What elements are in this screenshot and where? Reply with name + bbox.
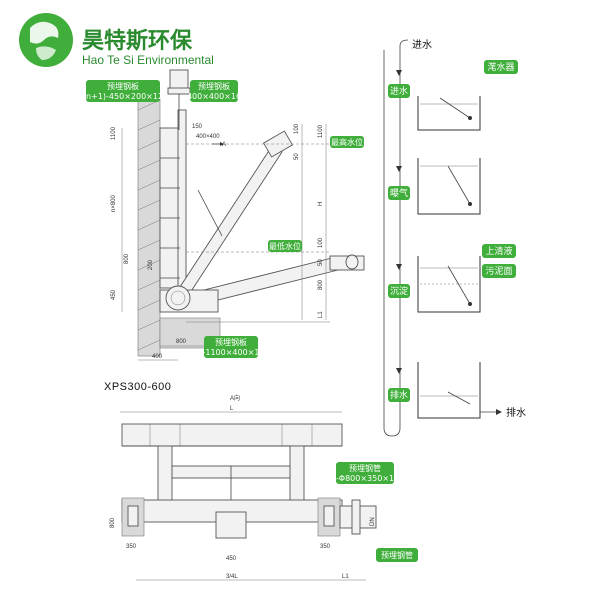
svg-text:污泥面: 污泥面 xyxy=(485,265,512,277)
svg-text:(n+1)-450×200×12: (n+1)-450×200×12 xyxy=(83,92,163,101)
plan-label-L: L xyxy=(230,406,234,412)
model-label: XPS300-600 xyxy=(104,381,171,393)
dim-H: H xyxy=(318,202,324,206)
brand-name-en: Hao Te Si Environmental xyxy=(82,53,214,67)
plan-dim-3-4L: 3/4L xyxy=(226,574,238,580)
process-stage-2: 曝气 xyxy=(388,158,481,215)
svg-text:滗水器: 滗水器 xyxy=(487,61,514,73)
tag-embed-pipe-bottom: 预埋钢管 xyxy=(376,548,418,562)
brand-name-cn: 昊特斯环保 xyxy=(82,28,193,54)
plan-label-A: A向 xyxy=(230,394,240,402)
tag-max-water-level: 最高水位 xyxy=(330,136,364,148)
plan-dim-DN: DN xyxy=(370,517,376,526)
plan-dim-350-left: 350 xyxy=(126,544,137,550)
process-stage-3: 沉淀 上清液 污泥面 xyxy=(388,244,516,313)
tag-embed-plate-top-left: 预埋钢板 (n+1)-450×200×12 xyxy=(83,80,163,102)
plan-view: A向 L 800 350 450 350 3/4L L xyxy=(110,394,418,581)
rotary-joint-inner xyxy=(170,290,186,306)
logo-leaf-icon xyxy=(30,21,59,44)
dim-400-bottom: 400 xyxy=(152,354,163,360)
process-stage-1: 进水 滗水器 xyxy=(388,60,518,131)
right-arrow-icon xyxy=(496,409,502,415)
plan-dim-350-right: 350 xyxy=(320,544,331,550)
dim-150: 150 xyxy=(192,124,203,130)
svg-text:预埋钢管: 预埋钢管 xyxy=(381,550,413,560)
dim-nx800: n×800 xyxy=(111,194,117,212)
process-flow: 进水 进水 滗水器 曝气 沉淀 xyxy=(383,39,526,437)
process-inlet-label: 进水 xyxy=(412,39,432,51)
plan-dim-450: 450 xyxy=(226,556,237,562)
dim-50-bottom: 50 xyxy=(318,259,324,266)
down-arrow-icon xyxy=(396,368,402,374)
brace-rod xyxy=(197,189,223,237)
svg-text:预埋钢管: 预埋钢管 xyxy=(349,463,381,473)
dim-100-bottom: 100 xyxy=(318,237,324,248)
svg-text:排水: 排水 xyxy=(506,406,526,419)
drive-motor xyxy=(169,69,189,91)
dim-1100-right: 1100 xyxy=(318,124,324,138)
dim-800-bottom: 800 xyxy=(176,339,187,345)
wall-hatch xyxy=(137,99,161,351)
svg-text:2-Φ800×350×16: 2-Φ800×350×16 xyxy=(331,474,399,483)
dim-100-top: 100 xyxy=(294,123,300,134)
plan-center-box xyxy=(215,511,247,539)
dim-450: 450 xyxy=(111,289,117,300)
plan-left-pipe xyxy=(157,445,173,507)
svg-text:沉淀: 沉淀 xyxy=(390,285,408,297)
svg-text:400×400×16: 400×400×16 xyxy=(187,92,241,101)
dim-400x400: 400×400 xyxy=(196,134,220,140)
dim-800-left: 800 xyxy=(124,253,130,264)
dim-200: 200 xyxy=(148,259,154,270)
svg-text:排水: 排水 xyxy=(390,389,408,401)
svg-text:预埋钢板: 预埋钢板 xyxy=(215,337,247,347)
svg-text:进水: 进水 xyxy=(390,85,408,97)
svg-text:预埋钢板: 预埋钢板 xyxy=(107,81,139,91)
dim-1100: 1100 xyxy=(111,126,117,140)
dim-A: A xyxy=(222,142,226,148)
dim-L1-elev: L1 xyxy=(318,311,324,318)
svg-text:最低水位: 最低水位 xyxy=(269,241,301,251)
tag-embed-plate-top-right: 预埋钢板 400×400×16 xyxy=(187,80,241,102)
plan-dim-L1: L1 xyxy=(342,574,349,580)
svg-text:2-1100×400×16: 2-1100×400×16 xyxy=(197,348,264,357)
down-arrow-icon xyxy=(396,264,402,270)
svg-text:预埋钢板: 预埋钢板 xyxy=(198,81,230,91)
svg-text:最高水位: 最高水位 xyxy=(331,137,363,147)
tag-embed-pipe: 预埋钢管 2-Φ800×350×16 xyxy=(331,462,399,484)
svg-text:曝气: 曝气 xyxy=(390,187,408,199)
process-flow-pipe xyxy=(383,39,409,437)
logo-leaf-small-icon xyxy=(36,46,56,60)
inner-rod xyxy=(177,109,187,291)
plan-top-beam xyxy=(121,423,343,447)
tag-min-water-level: 最低水位 xyxy=(268,240,302,252)
column-brackets xyxy=(160,157,180,279)
plan-dim-800: 800 xyxy=(110,517,116,528)
vertical-support-pipe xyxy=(159,127,181,289)
outlet-flange xyxy=(345,254,359,270)
plan-right-pipe xyxy=(289,445,305,507)
dim-800-right: 800 xyxy=(318,279,324,290)
rotary-joint xyxy=(165,285,191,311)
process-stage-4: 排水 排水 xyxy=(388,362,526,419)
down-arrow-icon xyxy=(396,70,402,76)
concrete-wall xyxy=(137,97,161,357)
down-arrow-icon xyxy=(396,166,402,172)
svg-text:上清液: 上清液 xyxy=(485,245,512,257)
elevation-view: 1100 n×800 800 450 200 150 400×400 A 100… xyxy=(83,69,365,361)
tag-embed-plate-bottom: 预埋钢板 2-1100×400×16 xyxy=(197,336,265,358)
company-logo: 昊特斯环保 Hao Te Si Environmental xyxy=(19,13,214,67)
decanter-arm xyxy=(177,145,283,297)
dim-50-top: 50 xyxy=(294,153,300,160)
